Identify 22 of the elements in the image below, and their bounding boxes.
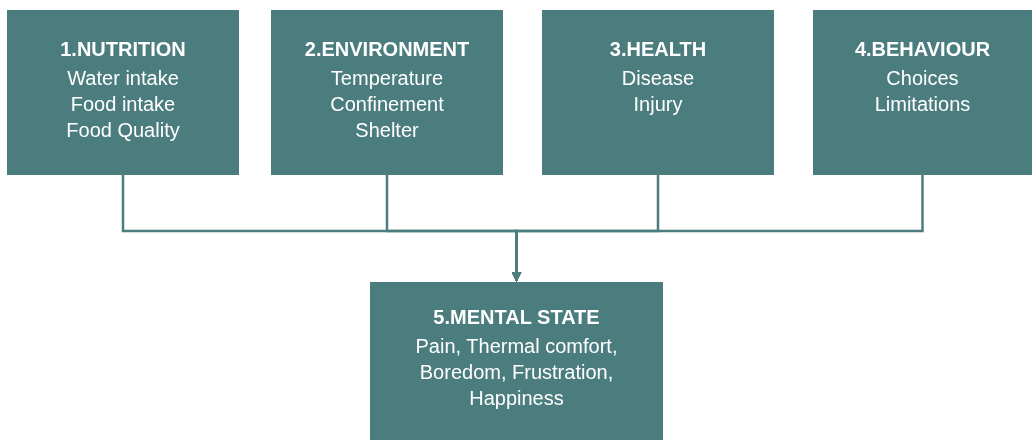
box-text: Shelter xyxy=(355,118,419,143)
category-box xyxy=(271,10,503,175)
box-heading: 4.BEHAVIOUR xyxy=(854,38,991,61)
box-text: Temperature xyxy=(330,66,444,91)
box-text: Food Quality xyxy=(66,118,180,143)
box-text: Limitations xyxy=(874,92,971,117)
box-heading: 1.NUTRITION xyxy=(60,38,186,61)
box-text: Food intake xyxy=(70,92,176,117)
box-text: Water intake xyxy=(67,66,179,91)
connector-arrow xyxy=(511,175,924,282)
box-text: Confinement xyxy=(330,92,444,117)
category-box xyxy=(7,10,239,175)
category-box xyxy=(542,10,774,175)
box-heading: 2.ENVIRONMENT xyxy=(304,38,470,61)
box-text: Disease xyxy=(621,66,695,91)
box-heading: 5.MENTAL STATE xyxy=(433,306,600,329)
category-box xyxy=(813,10,1032,175)
box-heading: 3.HEALTH xyxy=(609,38,707,61)
box-text: Injury xyxy=(633,92,683,117)
box-text: Choices xyxy=(886,66,959,91)
box-text: Pain, Thermal comfort, Boredom, Frustration, Happiness xyxy=(414,334,619,411)
category-box xyxy=(370,282,663,440)
